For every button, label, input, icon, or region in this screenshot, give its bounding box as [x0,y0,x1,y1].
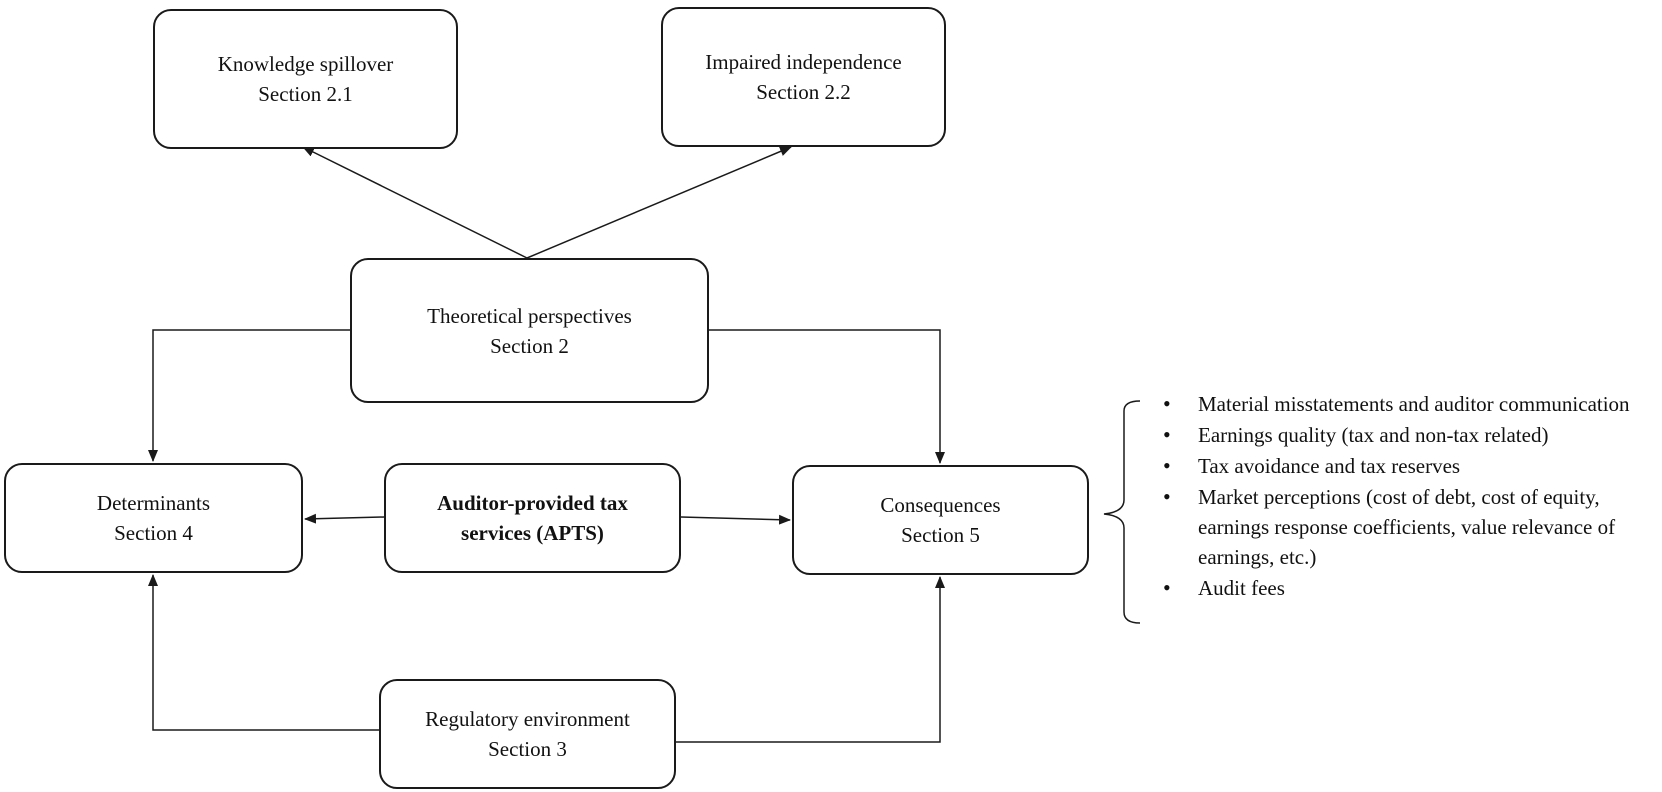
determinants-section: Section 4 [114,521,193,545]
apts-title-line1: Auditor-provided tax [437,491,628,515]
arrow-theory-to-knowledge [302,146,528,259]
determinants-title: Determinants [96,491,211,515]
determinants-box: Determinants Section 4 [4,463,303,573]
consequences-brace [1103,400,1141,624]
consequence-list: Material misstatements and auditor commu… [1160,389,1660,604]
arrow-theory-to-impaired [526,146,792,259]
impaired-independence-box: Impaired independence Section 2.2 [661,7,946,147]
regulatory-environment-title: Regulatory environment [425,707,630,731]
list-item: Tax avoidance and tax reserves [1160,451,1660,481]
consequences-title: Consequences [880,493,1001,517]
theoretical-perspectives-section: Section 2 [490,333,569,358]
theoretical-perspectives-title: Theoretical perspectives [427,303,632,328]
arrow-apts-to-determinants [304,513,385,524]
consequences-box: Consequences Section 5 [792,465,1089,575]
arrow-apts-to-consequences [680,514,791,525]
list-item: Audit fees [1160,573,1660,603]
apts-box: Auditor-provided tax services (APTS) [384,463,681,573]
apts-title-line2: services (APTS) [461,521,604,545]
theoretical-perspectives-box: Theoretical perspectives Section 2 [350,258,709,403]
knowledge-spillover-box: Knowledge spillover Section 2.1 [153,9,458,149]
consequences-section: Section 5 [901,523,980,547]
regulatory-environment-box: Regulatory environment Section 3 [379,679,676,789]
arrow-regulatory-to-consequences [676,576,945,743]
arrow-regulatory-to-determinants [148,574,379,731]
regulatory-environment-section: Section 3 [488,737,567,761]
impaired-independence-title: Impaired independence [705,50,902,74]
arrow-theory-to-determinants [148,329,350,462]
list-item: Material misstatements and auditor commu… [1160,389,1660,419]
list-item: Market perceptions (cost of debt, cost o… [1160,482,1660,572]
list-item: Earnings quality (tax and non-tax relate… [1160,420,1660,450]
knowledge-spillover-title: Knowledge spillover [217,52,394,76]
arrow-theory-to-consequences [709,329,945,464]
knowledge-spillover-section: Section 2.1 [258,82,353,106]
impaired-independence-section: Section 2.2 [756,80,851,104]
